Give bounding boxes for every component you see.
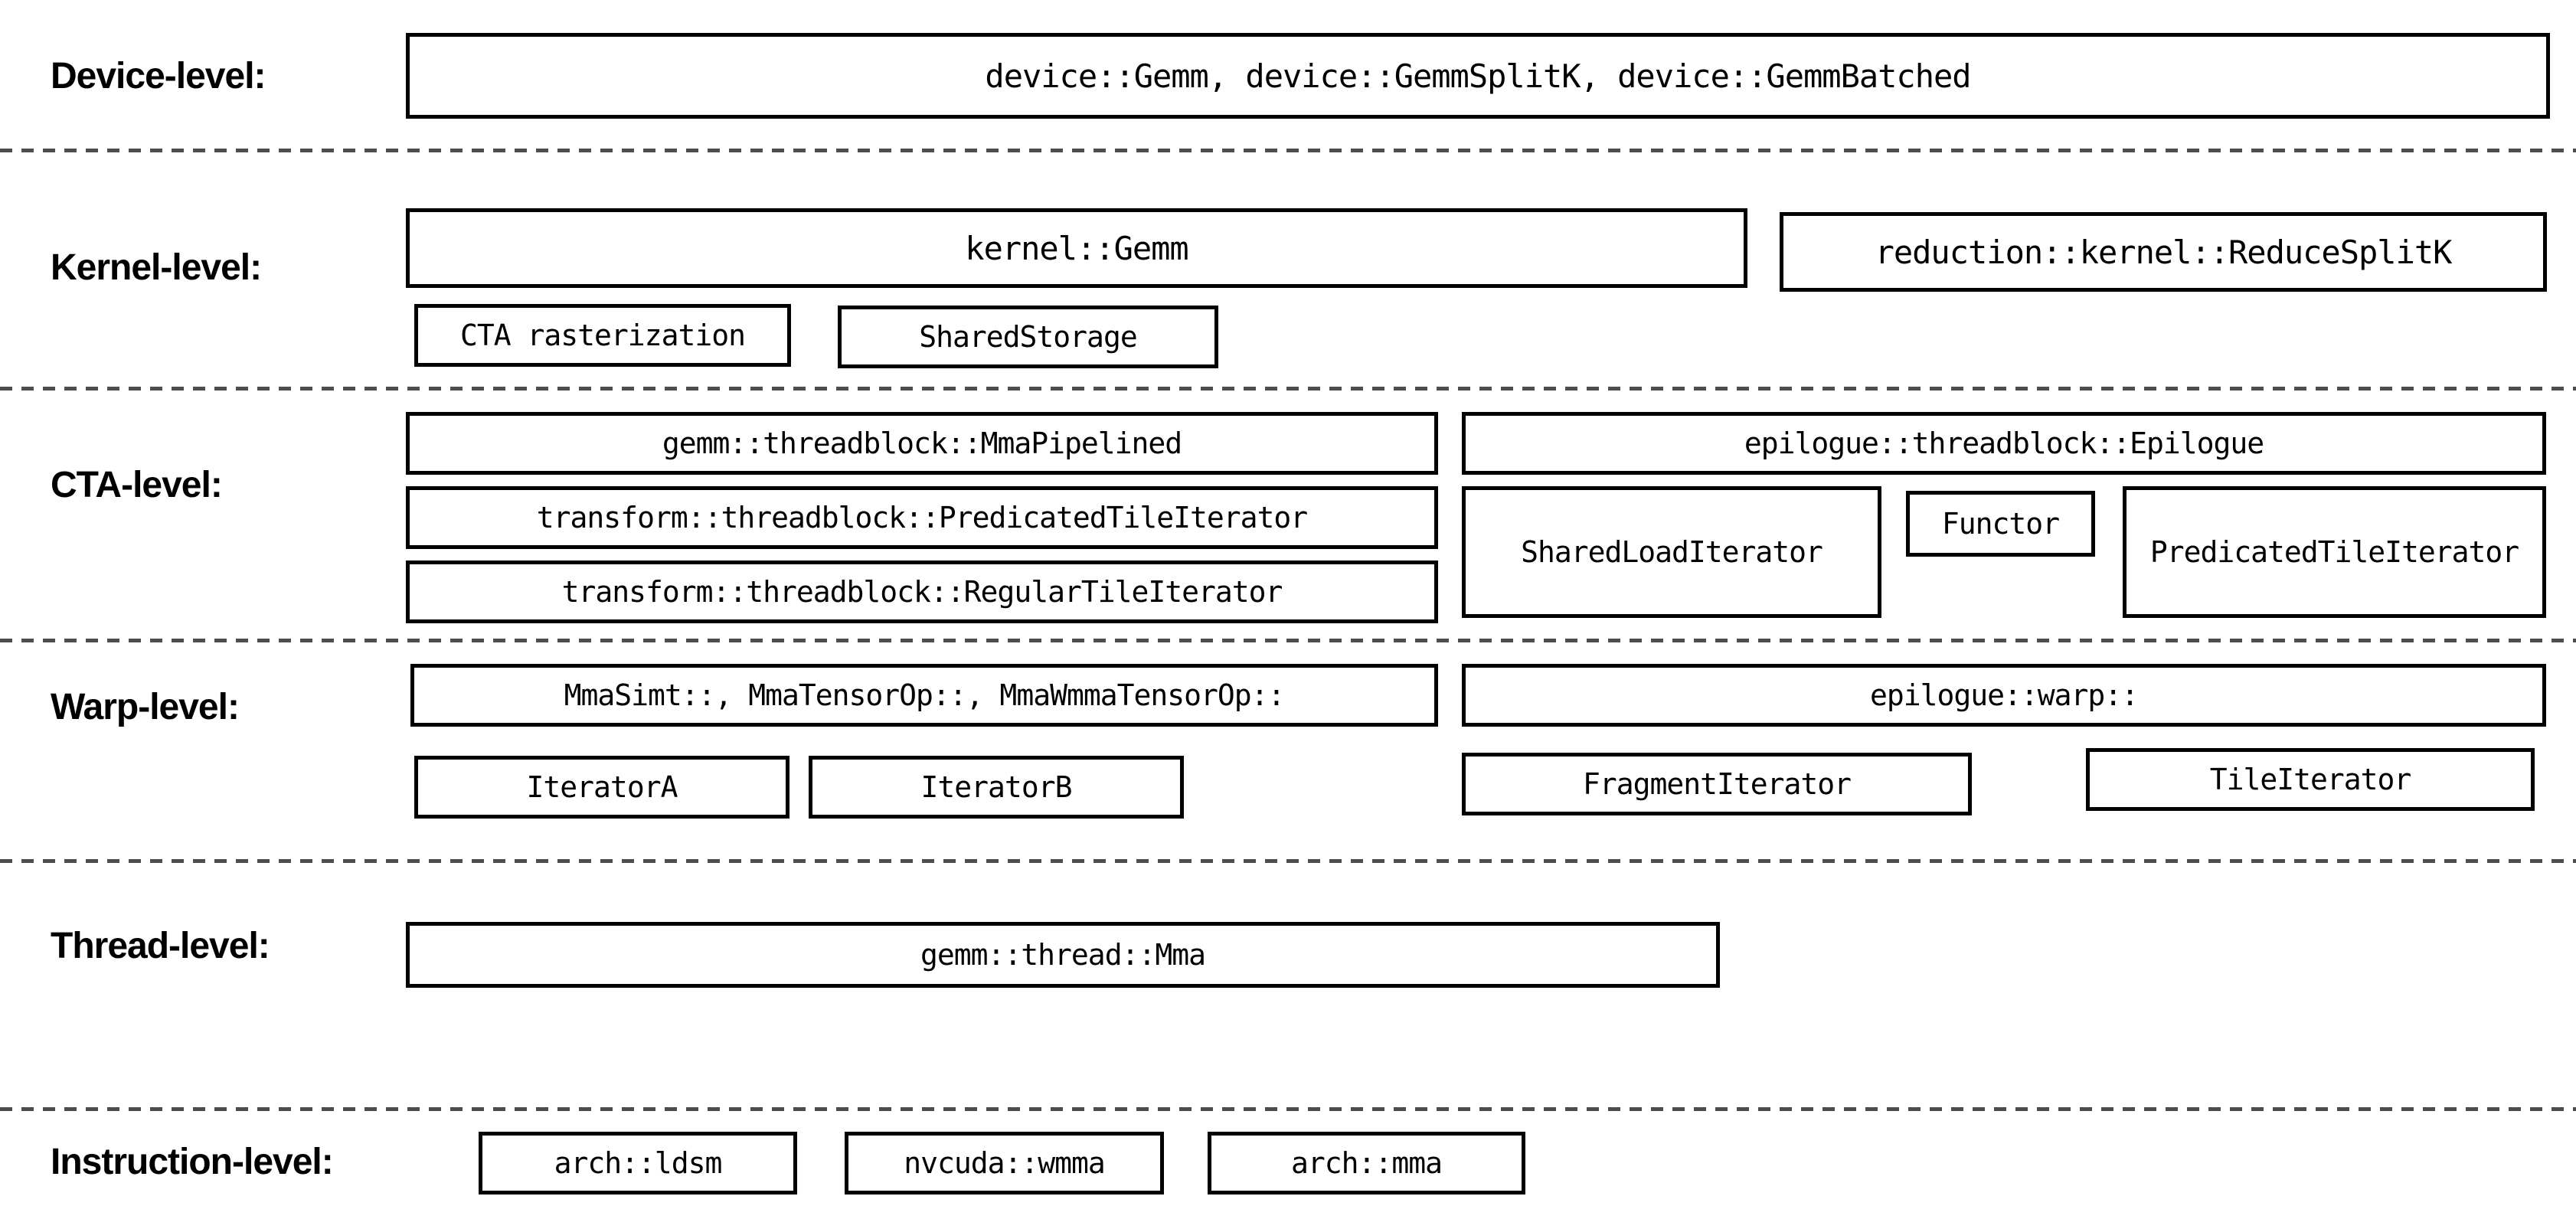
iterator-b-box: IteratorB xyxy=(809,756,1184,819)
cta-rasterization-box: CTA rasterization xyxy=(414,304,791,367)
level-label-cta: CTA-level: xyxy=(51,465,223,505)
fragment-iterator-box: FragmentIterator xyxy=(1462,753,1972,815)
arch-ldsm-box: arch::ldsm xyxy=(479,1132,797,1194)
mma-pipelined-box: gemm::threadblock::MmaPipelined xyxy=(406,412,1438,475)
warp-mma-box: MmaSimt::, MmaTensorOp::, MmaWmmaTensorO… xyxy=(410,664,1438,727)
separator-warp-thread xyxy=(0,859,2576,863)
gemm-thread-mma-box: gemm::thread::Mma xyxy=(406,922,1720,988)
iterator-a-box: IteratorA xyxy=(414,756,789,819)
level-label-device: Device-level: xyxy=(51,56,266,96)
shared-storage-box: SharedStorage xyxy=(838,306,1218,368)
level-label-instruction: Instruction-level: xyxy=(51,1142,334,1182)
level-label-kernel: Kernel-level: xyxy=(51,247,262,288)
shared-load-iterator-box: SharedLoadIterator xyxy=(1462,486,1881,618)
reduce-splitk-box: reduction::kernel::ReduceSplitK xyxy=(1780,212,2547,292)
separator-device-kernel xyxy=(0,149,2576,152)
epilogue-predicated-tile-iterator-box: PredicatedTileIterator xyxy=(2123,486,2546,618)
separator-cta-warp xyxy=(0,639,2576,642)
functor-box: Functor xyxy=(1906,491,2095,557)
epilogue-warp-box: epilogue::warp:: xyxy=(1462,664,2546,727)
transform-predicated-tile-iterator-box: transform::threadblock::PredicatedTileIt… xyxy=(406,486,1438,549)
kernel-gemm-box: kernel::Gemm xyxy=(406,208,1747,288)
separator-kernel-cta xyxy=(0,387,2576,391)
level-label-thread: Thread-level: xyxy=(51,926,270,966)
epilogue-threadblock-box: epilogue::threadblock::Epilogue xyxy=(1462,412,2546,475)
nvcuda-wmma-box: nvcuda::wmma xyxy=(845,1132,1164,1194)
arch-mma-box: arch::mma xyxy=(1208,1132,1525,1194)
tile-iterator-box: TileIterator xyxy=(2086,748,2535,811)
level-label-warp: Warp-level: xyxy=(51,687,240,727)
separator-thread-instruction xyxy=(0,1107,2576,1111)
transform-regular-tile-iterator-box: transform::threadblock::RegularTileItera… xyxy=(406,560,1438,623)
device-gemm-box: device::Gemm, device::GemmSplitK, device… xyxy=(406,33,2550,119)
